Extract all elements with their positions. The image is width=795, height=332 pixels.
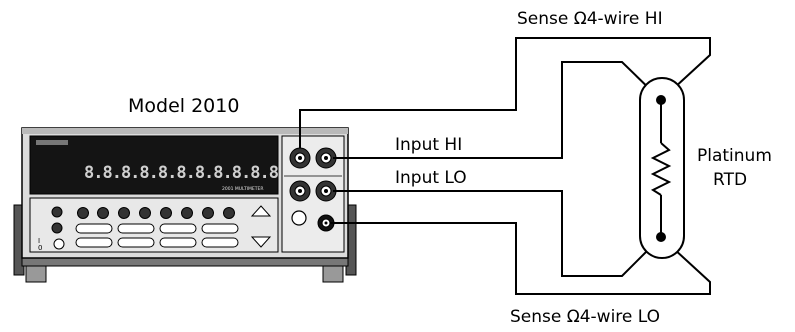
round-key[interactable]: [181, 207, 193, 219]
range-down-arrow-icon[interactable]: [250, 236, 272, 248]
top-bevel: [22, 128, 348, 134]
display-brand: 2001 MULTIMETER: [222, 186, 263, 192]
input-lo-label: Input LO: [395, 168, 467, 188]
display-window: [29, 135, 279, 195]
round-key[interactable]: [160, 207, 172, 219]
display-logo-strip: [36, 140, 68, 145]
round-key[interactable]: [77, 207, 89, 219]
input-lo-wire: [333, 190, 662, 277]
sense-lo-jack[interactable]: [289, 180, 311, 202]
platinum-rtd: [639, 77, 685, 259]
pill-key[interactable]: [75, 223, 113, 234]
input-hi-wire: [333, 61, 662, 159]
pill-key[interactable]: [201, 237, 239, 248]
pill-key[interactable]: [159, 223, 197, 234]
pill-key[interactable]: [117, 223, 155, 234]
amps-jack[interactable]: [317, 214, 335, 232]
small-button-1[interactable]: [51, 206, 63, 218]
round-key[interactable]: [202, 207, 214, 219]
input-hi-label: Input HI: [395, 135, 462, 155]
rtd-resistor-icon: [650, 142, 672, 196]
front-rear-switch[interactable]: [291, 210, 307, 226]
round-key-row: [77, 207, 235, 219]
multimeter-instrument: 8.8.8.8.8.8.8.8.8.8.8.8. 2001 MULTIMETER…: [13, 127, 357, 283]
wiring: [299, 37, 711, 295]
round-key[interactable]: [139, 207, 151, 219]
sense-lo-label: Sense Ω4-wire LO: [510, 307, 660, 327]
model-label: Model 2010: [128, 95, 239, 117]
rtd-node-top: [656, 95, 666, 105]
pill-key[interactable]: [117, 237, 155, 248]
display-readout: 8.8.8.8.8.8.8.8.8.8.8.8.: [84, 163, 306, 183]
round-key[interactable]: [118, 207, 130, 219]
power-label-i: I: [38, 237, 40, 245]
sense-hi-jack[interactable]: [289, 147, 311, 169]
pill-key[interactable]: [159, 237, 197, 248]
round-key[interactable]: [223, 207, 235, 219]
pill-key[interactable]: [75, 237, 113, 248]
pill-key[interactable]: [201, 223, 239, 234]
range-up-arrow-icon[interactable]: [250, 205, 272, 217]
power-label-0: 0: [38, 244, 42, 252]
input-lo-jack[interactable]: [315, 180, 337, 202]
sense-hi-wire: [299, 37, 711, 148]
small-button-2[interactable]: [51, 222, 63, 234]
rtd-label-line2: RTD: [713, 170, 747, 190]
round-key[interactable]: [97, 207, 109, 219]
rtd-node-bottom: [656, 232, 666, 242]
pill-key-grid: [75, 223, 239, 248]
input-hi-jack[interactable]: [315, 147, 337, 169]
power-button[interactable]: [53, 238, 65, 250]
sense-lo-return: [330, 222, 711, 295]
rtd-body: [639, 77, 685, 259]
rtd-label-line1: Platinum: [697, 146, 772, 166]
sense-hi-label: Sense Ω4-wire HI: [517, 9, 663, 29]
